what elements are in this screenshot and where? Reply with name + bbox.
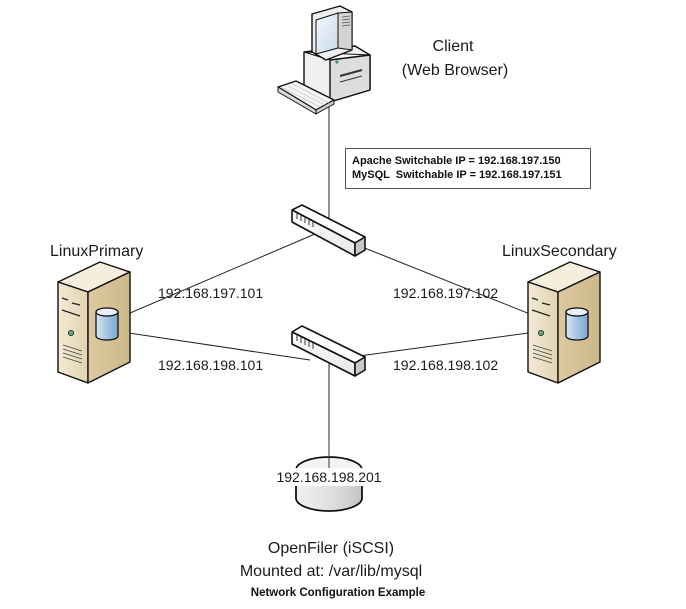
openfiler-label-line1: OpenFiler (iSCSI) (267, 540, 395, 557)
client-label-line2: (Web Browser) (401, 62, 509, 79)
linux-secondary-label: LinuxSecondary (502, 243, 617, 260)
link-primary-switch197 (94, 230, 323, 329)
client-label-line1: Client (432, 38, 474, 55)
link-switch198-secondary (329, 327, 566, 361)
network-switch-icon (291, 204, 366, 257)
ip-label-primary-197: 192.168.197.101 (158, 285, 264, 301)
switchable-ip-box: Apache Switchable IP = 192.168.197.150 M… (345, 148, 591, 189)
server-tower-icon (57, 261, 131, 384)
ip-label-secondary-198: 192.168.198.102 (393, 357, 499, 373)
ip-label-secondary-197: 192.168.197.102 (393, 285, 499, 301)
server-tower-icon (527, 261, 601, 384)
mysql-switchable-ip: MySQL Switchable IP = 192.168.197.151 (352, 169, 562, 181)
network-switch-icon (291, 325, 366, 377)
database-icon (95, 307, 119, 341)
desktop-computer-icon (277, 5, 371, 115)
database-icon (565, 307, 589, 341)
figure-caption: Network Configuration Example (250, 587, 426, 599)
ip-label-primary-198: 192.168.198.101 (158, 357, 264, 373)
apache-switchable-ip: Apache Switchable IP = 192.168.197.150 (352, 155, 561, 167)
linux-primary-label: LinuxPrimary (50, 243, 144, 260)
ip-label-openfiler: 192.168.198.201 (274, 468, 384, 486)
link-primary-switch198 (94, 327, 311, 361)
openfiler-label-line2: Mounted at: /var/lib/mysql (239, 563, 423, 580)
connection-lines (94, 65, 566, 485)
